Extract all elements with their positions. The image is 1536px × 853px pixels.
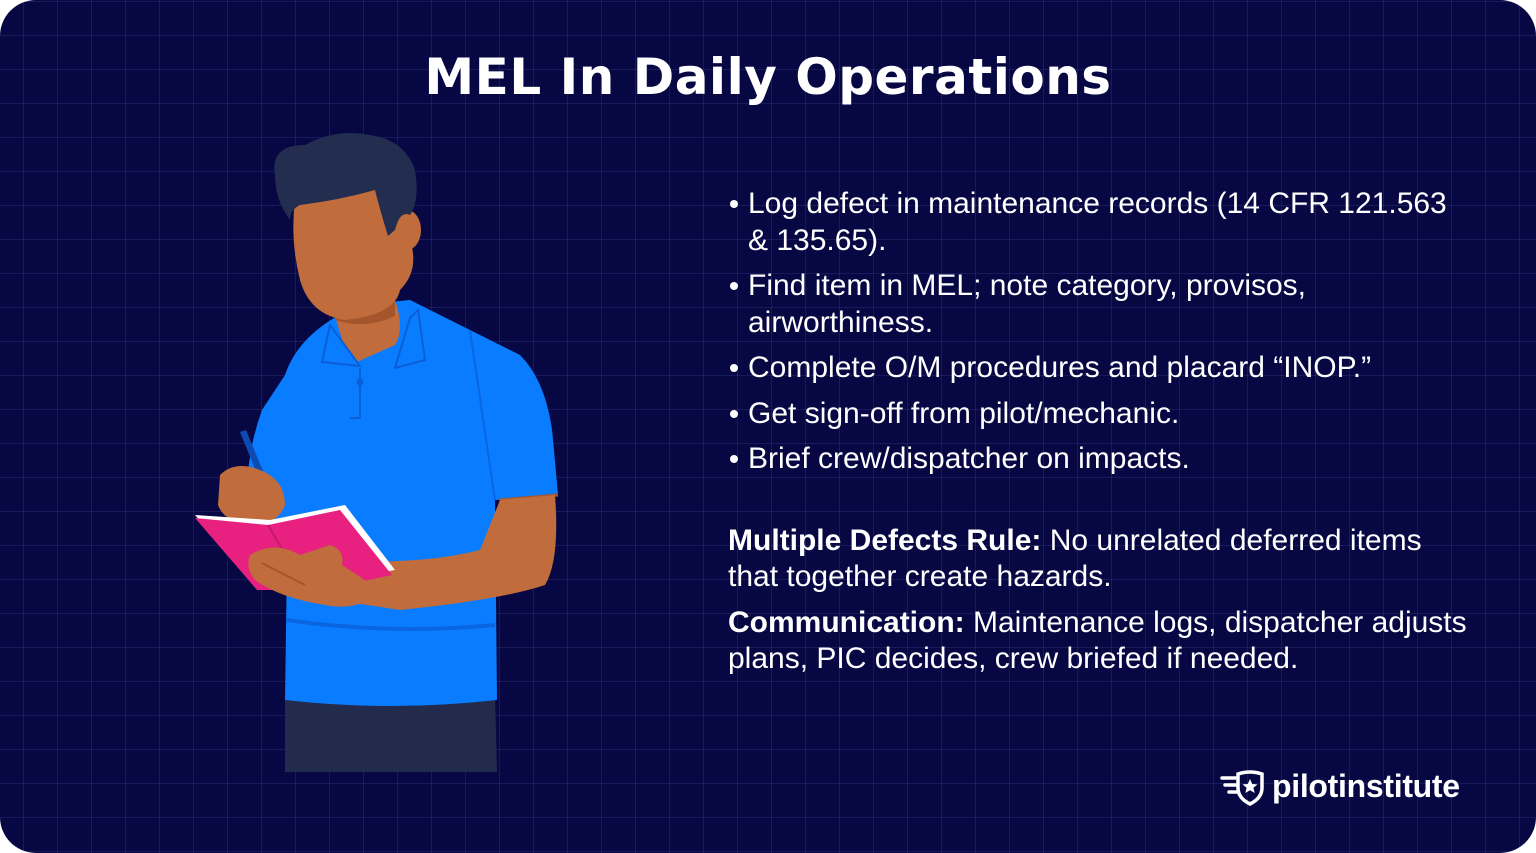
step-item: Find item in MEL; note category, proviso… (728, 268, 1468, 341)
note-multiple-defects: Multiple Defects Rule: No unrelated defe… (728, 523, 1468, 596)
note-text: No unrelated deferred items that togethe… (728, 523, 1422, 594)
brand-name: pilotinstitute (1272, 767, 1460, 804)
step-item: Complete O/M procedures and placard “INO… (728, 350, 1468, 387)
shield-star-wings-icon (1220, 770, 1264, 806)
page-title: MEL In Daily Operations (424, 48, 1112, 106)
step-item: Brief crew/dispatcher on impacts. (728, 441, 1468, 478)
note-label: Communication: (728, 605, 965, 639)
note-label: Multiple Defects Rule: (728, 523, 1042, 557)
step-item: Log defect in maintenance records (14 CF… (728, 186, 1468, 259)
person-writing-illustration (195, 132, 559, 772)
step-item: Get sign-off from pilot/mechanic. (728, 396, 1468, 433)
content-panel: Log defect in maintenance records (14 CF… (728, 186, 1468, 687)
note-text: Maintenance logs, dispatcher adjusts pla… (728, 605, 1467, 676)
steps-list: Log defect in maintenance records (14 CF… (728, 186, 1468, 478)
brand-logo: pilotinstitute (1220, 766, 1460, 806)
notes-section: Multiple Defects Rule: No unrelated defe… (728, 523, 1468, 678)
note-communication: Communication: Maintenance logs, dispatc… (728, 605, 1468, 678)
